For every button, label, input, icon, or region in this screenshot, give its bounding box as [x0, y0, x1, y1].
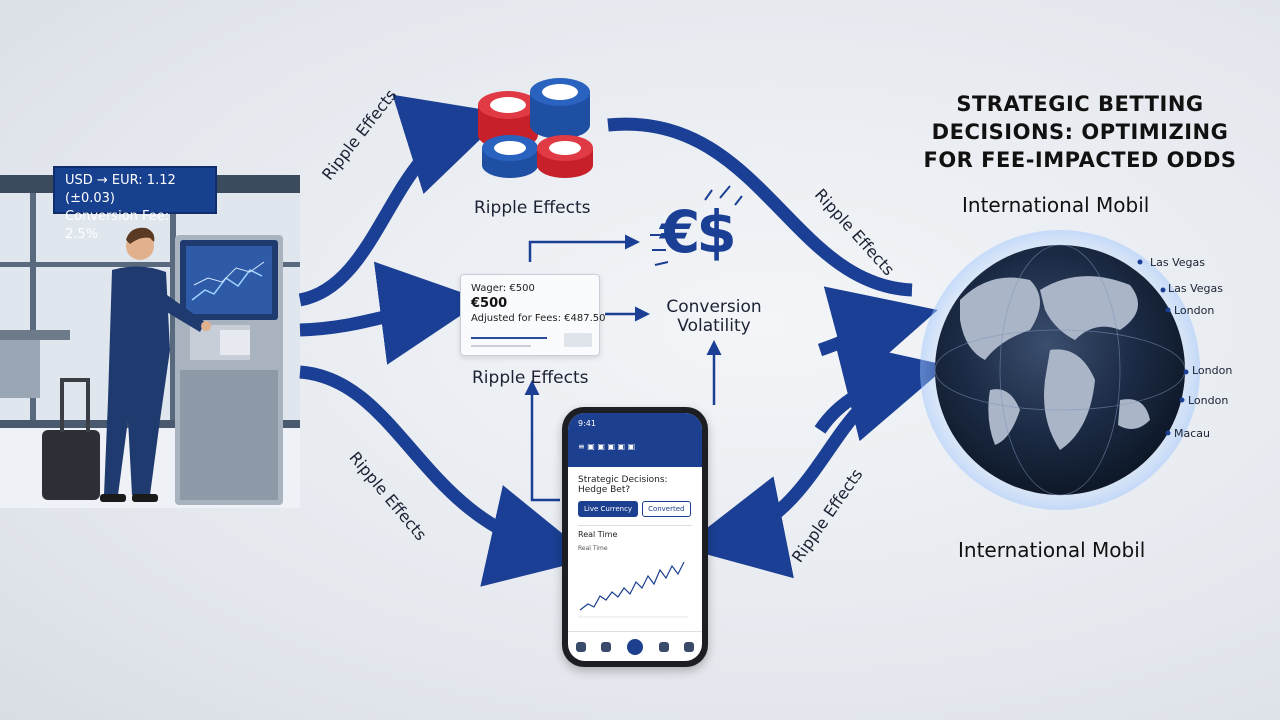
city-label: London [1174, 304, 1215, 317]
traveler-figure [42, 227, 211, 502]
currency-burst-lines [650, 185, 743, 266]
exchange-rate-banner: USD → EUR: 1.12 (±0.03) Conversion Fee: … [53, 166, 217, 242]
phone-subheader: Hedge Bet? [578, 485, 631, 495]
arrow-to-globe-mid [817, 286, 938, 388]
smartphone: 9:41 ≡ ▣ ▣ ▣ ▣ ▣ Strategic Decisions: He… [562, 407, 708, 667]
arrow-globe-to-phone [681, 373, 907, 579]
wager-divider-secondary [471, 345, 531, 347]
wager-field-box [564, 333, 592, 347]
tab-icon[interactable] [575, 641, 586, 652]
volatility-line2: Volatility [677, 316, 751, 336]
intl-label-bottom: International Mobil [958, 538, 1146, 562]
intl-label-top: International Mobil [962, 193, 1150, 217]
city-label: Macau [1174, 427, 1210, 440]
home-tab-icon[interactable] [626, 638, 643, 655]
wager-divider [471, 337, 547, 339]
arrow-chips-to-globe [607, 117, 913, 297]
arrow-kiosk-to-card [299, 261, 484, 365]
flow-arrows [298, 94, 948, 587]
city-label: Las Vegas [1150, 256, 1205, 269]
phone-toggle-row: Live Currency Converted [578, 501, 692, 517]
phone-status-time: 9:41 [578, 419, 596, 428]
city-label: London [1188, 394, 1229, 407]
connector-phone-to-card [524, 380, 560, 502]
wager-amount: €500 [471, 296, 508, 311]
ripple-label-chips: Ripple Effects [474, 198, 591, 218]
currency-symbol-icon: €$ [660, 198, 737, 266]
phone-tab-bar [568, 631, 702, 661]
ripple-label-card: Ripple Effects [472, 368, 589, 388]
arrow-kiosk-to-phone [299, 365, 594, 587]
wager-adjusted: Adjusted for Fees: €487.50 [471, 313, 606, 324]
connector-arrows [524, 234, 722, 502]
kiosk [175, 235, 283, 505]
conversion-volatility-label: Conversion Volatility [654, 298, 774, 336]
title-line1: STRATEGIC BETTING [956, 92, 1204, 116]
tab-icon[interactable] [684, 641, 695, 652]
conversion-fee-text: Conversion Fee: 2.5% [65, 209, 170, 242]
poker-chips [478, 78, 593, 178]
title-line3: FOR FEE-IMPACTED ODDS [923, 148, 1237, 172]
city-label: London [1192, 364, 1233, 377]
city-label: Las Vegas [1168, 282, 1223, 295]
tab-icon[interactable] [601, 641, 612, 652]
title-line2: DECISIONS: OPTIMIZING [931, 120, 1229, 144]
volatility-line1: Conversion [666, 297, 762, 317]
phone-body: Strategic Decisions: Hedge Bet? Live Cur… [568, 467, 702, 630]
page-title: STRATEGIC BETTING DECISIONS: OPTIMIZING … [880, 90, 1280, 174]
phone-section-title: Real Time [578, 525, 692, 539]
connector-card-to-currency [528, 234, 640, 262]
phone-header: 9:41 ≡ ▣ ▣ ▣ ▣ ▣ [568, 413, 702, 467]
phone-chart-label: Real Time [578, 545, 608, 552]
converted-button[interactable]: Converted [642, 501, 691, 517]
tab-icon[interactable] [658, 641, 669, 652]
exchange-rate-text: USD → EUR: 1.12 (±0.03) [65, 173, 176, 206]
phone-line-chart [578, 561, 688, 618]
wager-card: Wager: €500 €500 Adjusted for Fees: €487… [460, 274, 606, 356]
live-currency-button[interactable]: Live Currency [578, 501, 639, 517]
arrow-kiosk-to-chips [298, 94, 508, 307]
globe [920, 230, 1200, 510]
phone-header-text: Strategic Decisions: [578, 475, 668, 485]
phone-app-bar: ≡ ▣ ▣ ▣ ▣ ▣ [578, 442, 636, 451]
wager-label: Wager: €500 [471, 283, 535, 294]
phone-screen: 9:41 ≡ ▣ ▣ ▣ ▣ ▣ Strategic Decisions: He… [568, 413, 702, 661]
